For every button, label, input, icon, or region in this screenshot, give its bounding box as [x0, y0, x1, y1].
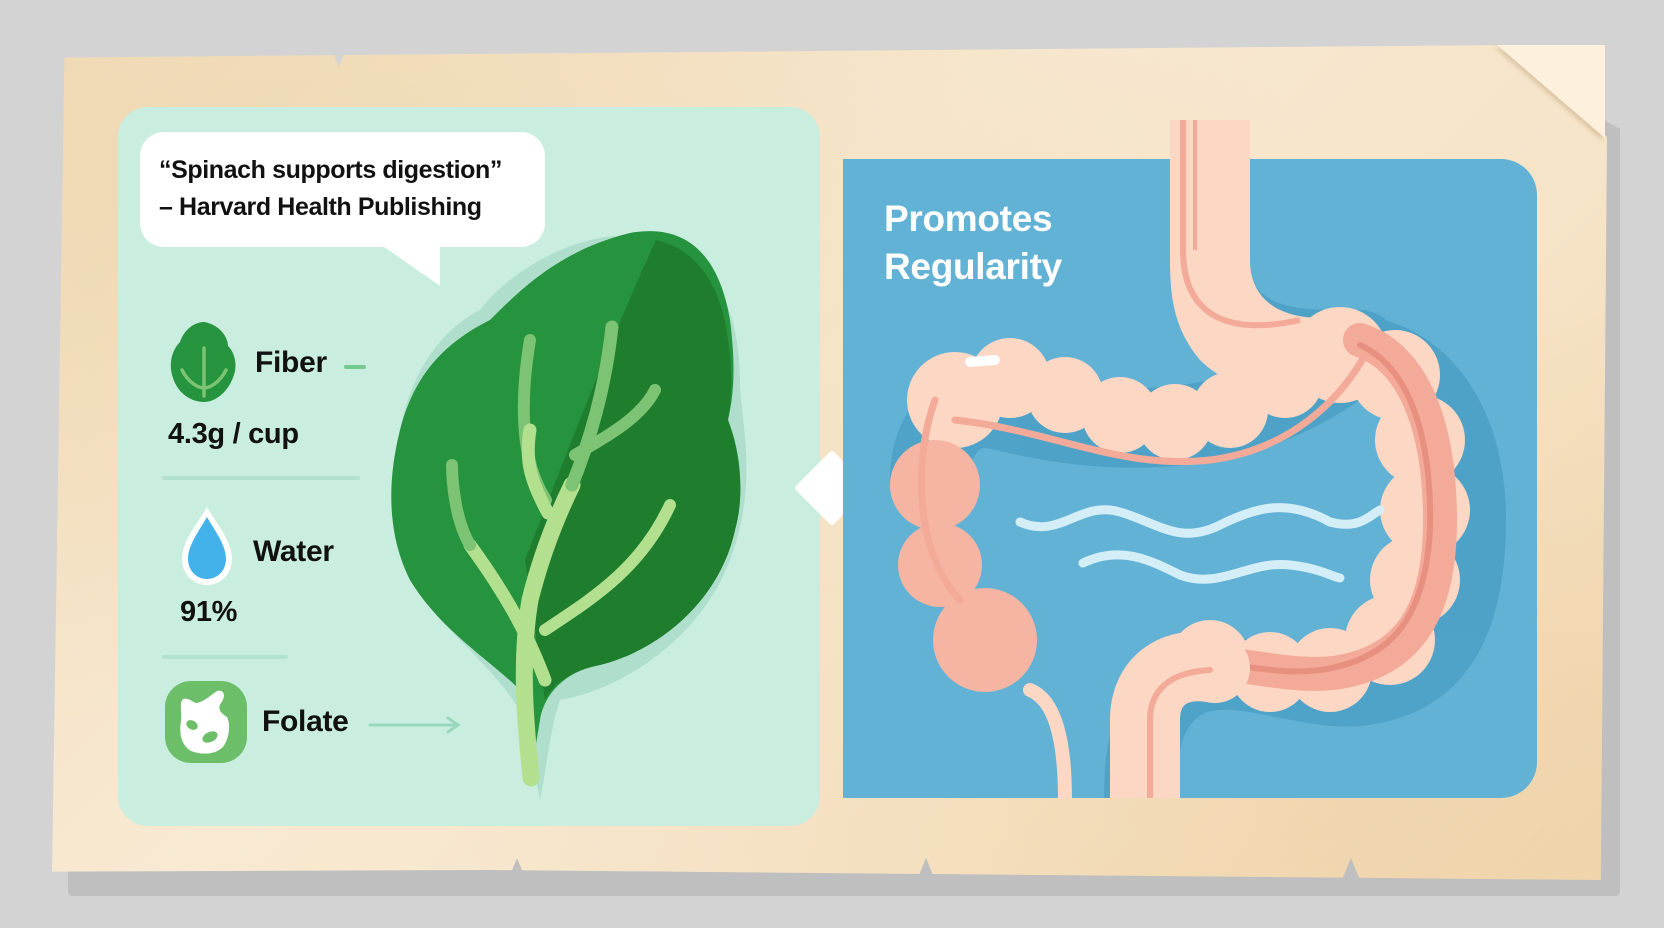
paper-tear: [508, 858, 526, 880]
paper-curl-corner: [1497, 45, 1605, 138]
water-drop-icon: [182, 507, 232, 585]
quote-attribution: – Harvard Health Publishing: [159, 193, 482, 221]
water-label: Water: [253, 535, 334, 568]
benefit-title-line1: Promotes: [884, 198, 1053, 239]
paper-tear: [1342, 858, 1360, 880]
leaf-icon: [170, 322, 236, 402]
folate-icon: [165, 681, 247, 763]
fiber-value: 4.3g / cup: [168, 418, 299, 450]
paper-tear: [330, 45, 348, 67]
paper-tear: [917, 858, 935, 880]
benefit-title: Promotes Regularity: [884, 195, 1062, 291]
fiber-label: Fiber: [255, 346, 327, 379]
quote-text: “Spinach supports digestion”: [159, 156, 502, 184]
divider: [162, 655, 288, 659]
folate-label: Folate: [262, 705, 349, 738]
benefit-title-line2: Regularity: [884, 246, 1062, 287]
water-value: 91%: [180, 596, 238, 628]
quote-text-block: “Spinach supports digestion” – Harvard H…: [159, 152, 502, 226]
divider: [162, 476, 360, 480]
fiber-dash: [344, 365, 366, 369]
quote-bubble: “Spinach supports digestion” – Harvard H…: [140, 132, 545, 247]
bubble-tail: [380, 244, 440, 286]
arrow-right-icon: [368, 716, 461, 734]
